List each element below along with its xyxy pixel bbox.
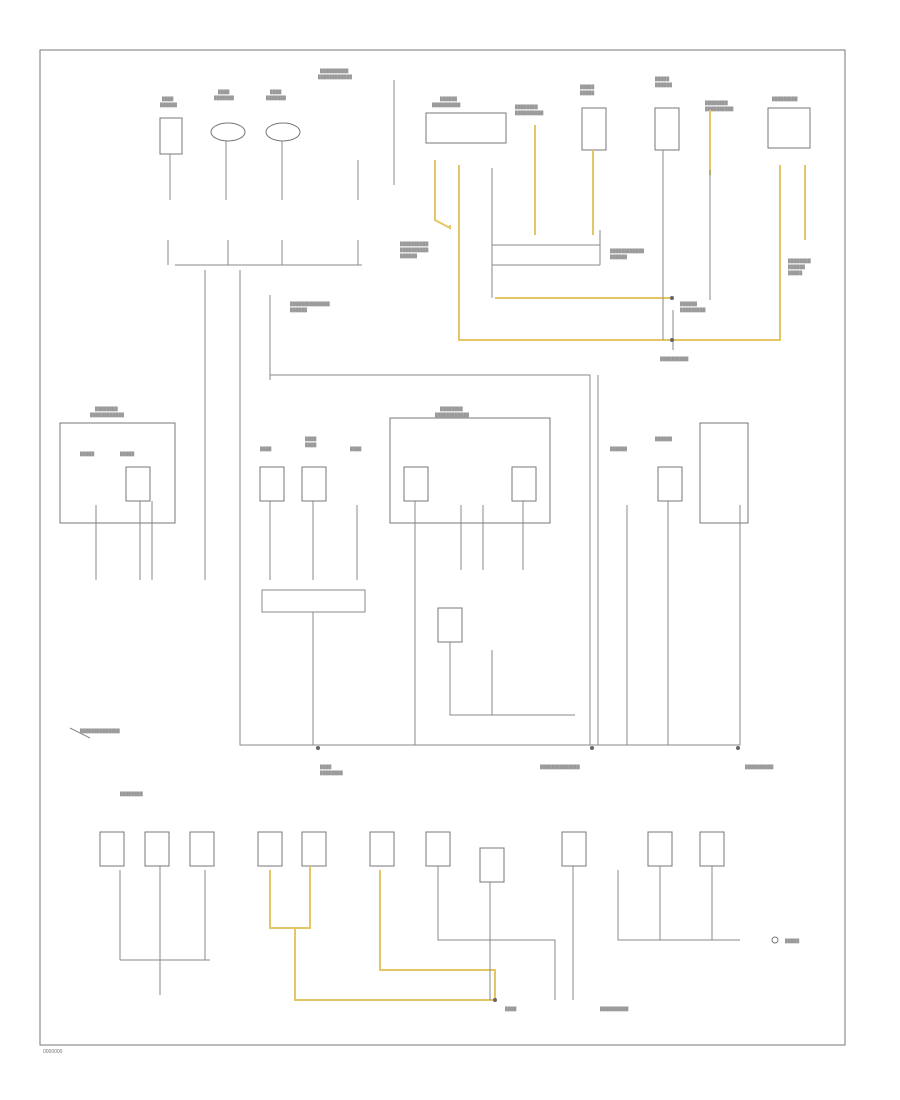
component-box <box>561 831 587 867</box>
svg-text:████████: ████████ <box>788 258 811 264</box>
svg-text:█████████: █████████ <box>680 307 706 313</box>
svg-text:█████: █████ <box>785 938 799 944</box>
svg-text:██████: ██████ <box>160 102 177 108</box>
svg-text:████████: ████████ <box>440 406 463 412</box>
svg-text:██████████: ██████████ <box>515 110 544 116</box>
component-lamp <box>265 122 301 142</box>
svg-text:██████████████: ██████████████ <box>290 301 330 307</box>
component-box <box>581 107 607 151</box>
component-box <box>479 847 505 883</box>
svg-text:██████: ██████ <box>610 254 627 260</box>
svg-text:██████████████: ██████████████ <box>540 764 580 770</box>
diagram-border <box>39 49 846 1046</box>
svg-text:████████████: ████████████ <box>610 248 644 254</box>
component-box <box>99 831 125 867</box>
component-box <box>425 831 451 867</box>
svg-text:██████████: ██████████ <box>705 106 734 112</box>
component-box <box>159 117 183 155</box>
svg-text:██████: ██████ <box>440 96 457 102</box>
svg-text:████: ████ <box>218 89 230 95</box>
svg-text:████: ████ <box>350 446 362 452</box>
svg-text:██████: ██████ <box>655 82 672 88</box>
svg-text:████: ████ <box>305 442 317 448</box>
svg-text:██████: ██████ <box>290 307 307 313</box>
top-right-group: ████████████████ ██████████████████ ████… <box>400 76 811 362</box>
svg-text:████: ████ <box>305 436 317 442</box>
svg-text:█████: █████ <box>580 90 594 96</box>
component-box <box>301 466 327 502</box>
svg-text:██████████: ██████████ <box>432 102 461 108</box>
component-box <box>654 107 680 151</box>
component-box <box>189 831 215 867</box>
svg-text:██████████: ██████████ <box>745 764 774 770</box>
svg-text:██████: ██████ <box>680 301 697 307</box>
svg-text:██████: ██████ <box>400 253 417 259</box>
component-box <box>403 466 429 502</box>
middle-center-group: ████ ████████ ████ ████████████████████ … <box>239 406 774 776</box>
svg-text:██████: ██████ <box>610 446 627 452</box>
svg-text:██████████: ██████████ <box>600 1006 629 1012</box>
component-box <box>657 466 683 502</box>
svg-text:████: ████ <box>162 96 174 102</box>
svg-text:████████: ████████ <box>515 104 538 110</box>
svg-text:████████: ████████ <box>120 791 143 797</box>
component-box <box>425 112 507 144</box>
component-box <box>369 831 395 867</box>
component-box <box>301 831 327 867</box>
bottom-group: ██████████████ ████████ █████ ██████████… <box>69 727 799 1012</box>
svg-text:███████: ███████ <box>266 95 286 101</box>
component-box <box>257 831 283 867</box>
svg-text:████████████: ████████████ <box>90 412 124 418</box>
svg-text:████████████: ████████████ <box>435 412 469 418</box>
svg-text:██████████: ██████████ <box>320 68 349 74</box>
svg-text:█████: █████ <box>120 451 134 457</box>
svg-text:██████: ██████ <box>655 436 672 442</box>
middle-right-group: ██████ ██████ <box>597 375 749 745</box>
svg-text:█████: █████ <box>655 76 669 82</box>
svg-text:█████: █████ <box>80 451 94 457</box>
svg-text:██████: ██████ <box>788 264 805 270</box>
component-box <box>125 466 151 502</box>
svg-text:█████: █████ <box>788 270 802 276</box>
svg-text:██████████: ██████████ <box>400 241 429 247</box>
svg-text:█████: █████ <box>580 84 594 90</box>
component-box <box>699 831 725 867</box>
component-box <box>647 831 673 867</box>
middle-left-group: ████████████████████ █████ █████ <box>59 406 176 580</box>
component-box <box>144 831 170 867</box>
svg-text:████: ████ <box>320 764 332 770</box>
svg-text:█████████: █████████ <box>772 96 798 102</box>
top-left-group: ██████████ ███████████ ███████████ █████… <box>159 68 591 745</box>
svg-text:██████████: ██████████ <box>660 356 689 362</box>
component-lamp <box>210 122 246 142</box>
svg-text:████████: ████████ <box>705 100 728 106</box>
svg-text:████: ████ <box>505 1006 517 1012</box>
svg-text:████████: ████████ <box>95 406 118 412</box>
svg-text:███████: ███████ <box>214 95 234 101</box>
svg-text:████: ████ <box>270 89 282 95</box>
svg-text:██████████████: ██████████████ <box>80 728 120 734</box>
svg-text:██████████: ██████████ <box>400 247 429 253</box>
component-box <box>511 466 537 502</box>
component-box <box>767 107 811 149</box>
component-box <box>437 607 463 643</box>
svg-text:████████: ████████ <box>320 770 343 776</box>
page-label: 0000000 <box>43 1049 63 1055</box>
svg-text:████: ████ <box>260 446 272 452</box>
svg-text:████████████: ████████████ <box>318 74 352 80</box>
component-box <box>259 466 285 502</box>
